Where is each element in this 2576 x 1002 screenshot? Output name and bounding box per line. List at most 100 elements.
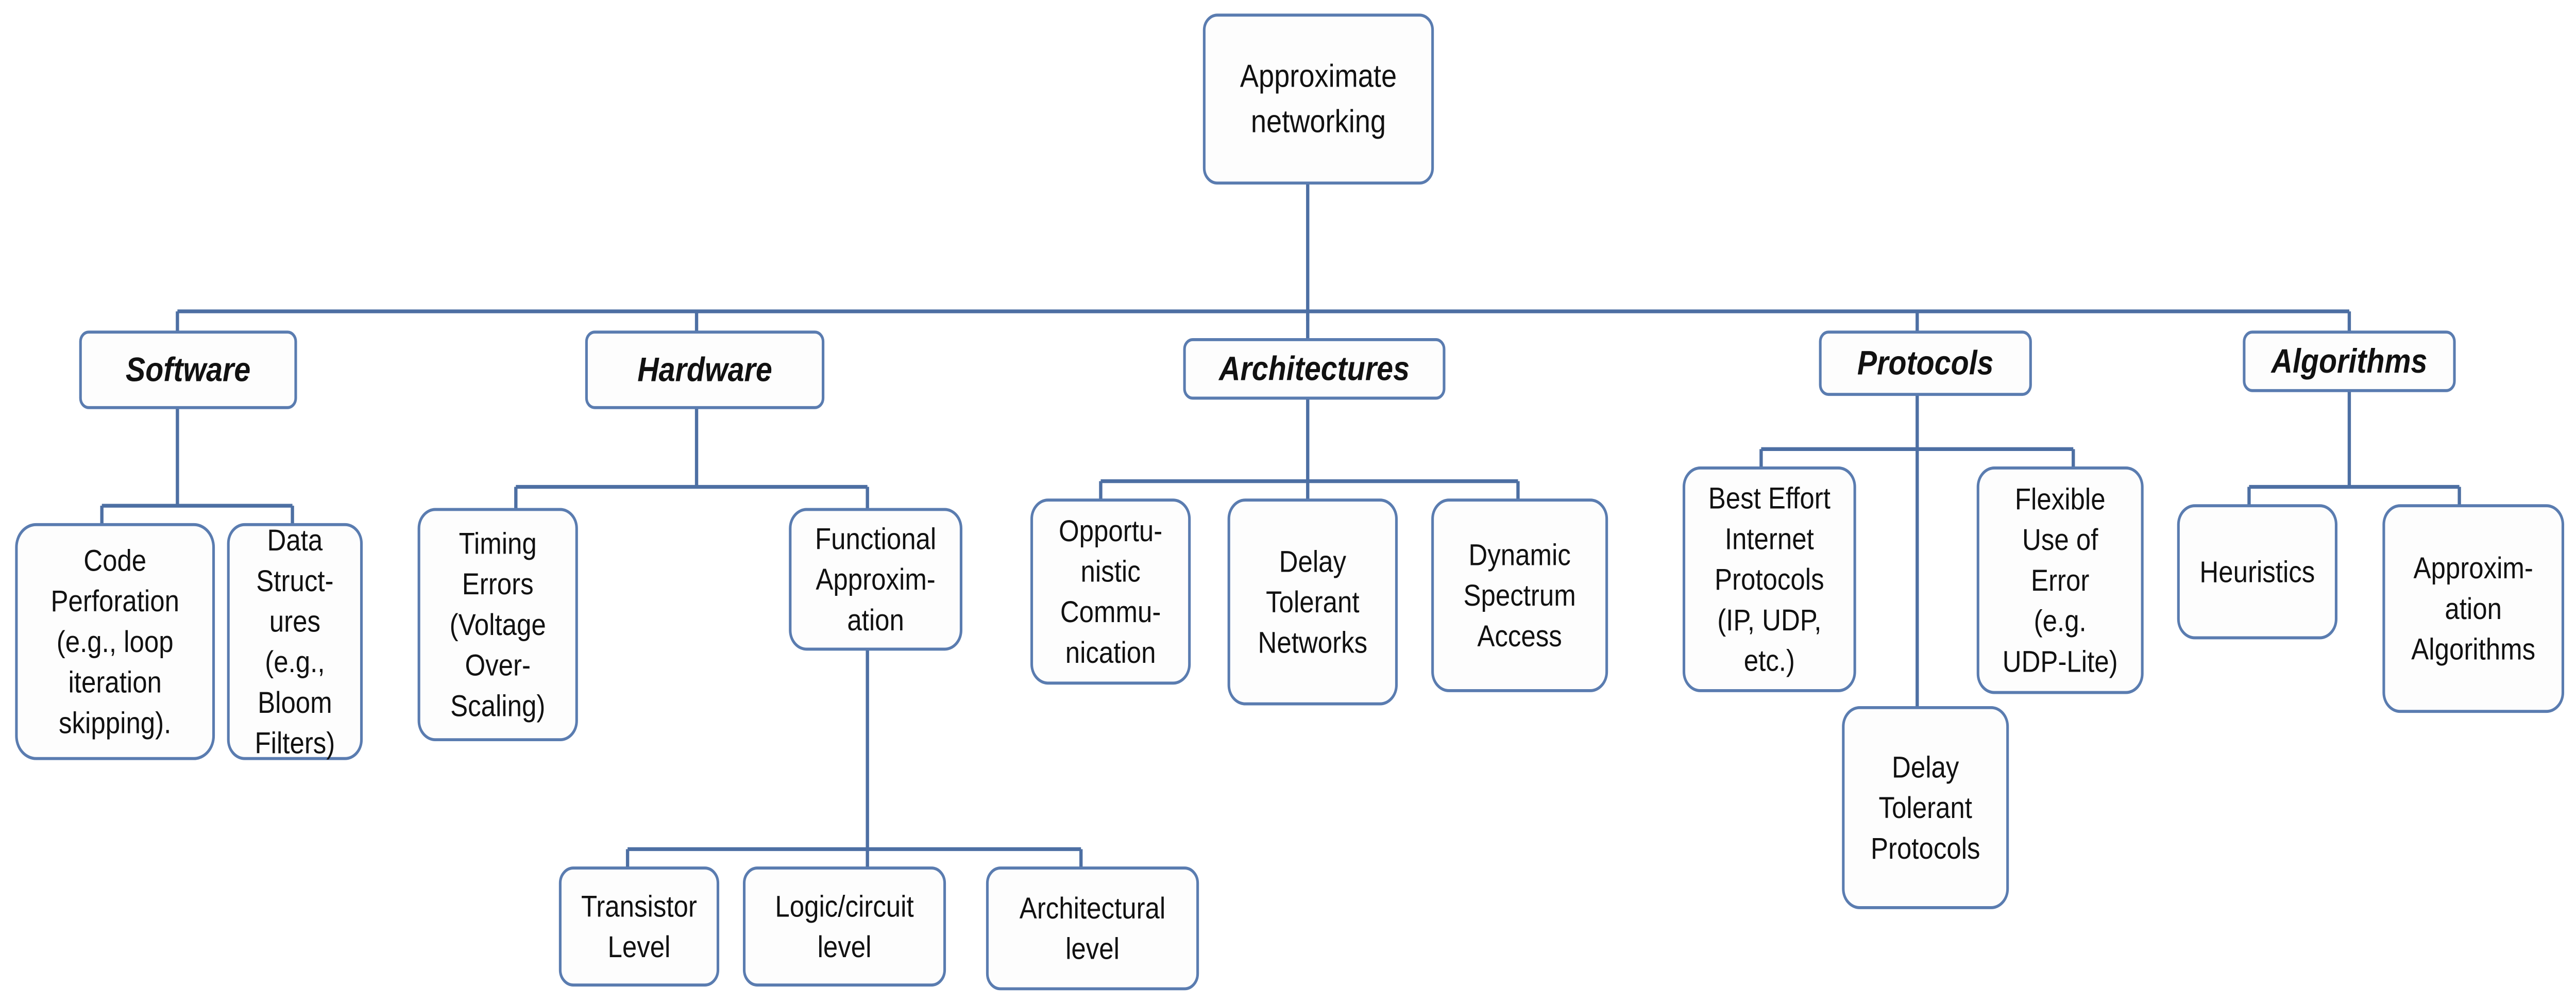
node-box [585,330,825,409]
node-box [1030,498,1191,685]
node-label-line: Transistor [581,889,697,923]
node-label-line: Architectural [1020,891,1165,925]
category-node-architectures: Architectures [1183,338,1446,400]
node-label-line: Algorithms [2270,342,2428,380]
node-label-line: Internet [1725,522,1814,556]
node-label-line: iteration [68,665,161,699]
node-label-line: Approximate [1240,58,1397,94]
node-box [789,508,962,651]
node-box [1431,498,1608,692]
node-label-line: Scaling) [450,689,545,723]
node-label-line: Logic/circuit [775,889,913,923]
node-label-line: Delay [1279,544,1347,578]
node-label: Logic/circuit level [775,889,913,964]
category-node-software: Software [79,330,297,409]
node-label-line: Dynamic [1468,538,1570,572]
node-label-line: Filters) [255,726,335,760]
node-label-line: Heuristics [2199,555,2315,589]
node-box [79,330,297,409]
node-label-line: ation [847,603,904,637]
node-label-line: etc.) [1744,643,1795,677]
node-label-line: Flexible [2015,482,2106,516]
node-label-line: skipping). [59,706,171,740]
node-label: Approximate networking [1240,58,1397,139]
node-label-line: Delay [1892,750,1959,784]
node-label-line: Timing [459,526,537,560]
node-label-line: networking [1251,104,1386,139]
node-label-line: Struct- [256,563,333,597]
category-node-hardware: Hardware [585,330,825,409]
node-box [227,523,363,760]
node-label-line: Functional [815,522,936,556]
node-label-line: Tolerant [1879,791,1972,825]
node-box [15,523,215,760]
node-box [2243,330,2456,392]
node-label-line: Software [126,351,250,389]
category-node-protocols: Protocols [1819,330,2032,396]
node-box [1819,330,2032,396]
node-box [417,508,578,742]
node-box [1976,466,2144,694]
leaf-node-logic-circuit-level: Logic/circuit level [742,866,946,987]
node-label-line: Networks [1258,625,1368,659]
root-node-root: Approximate networking [1202,13,1434,185]
node-box [2177,504,2337,640]
node-label-line: nistic [1081,554,1141,588]
node-label: Hardware [637,351,772,389]
node-label-line: Error [2031,563,2089,597]
node-label-line: Approxim- [816,562,935,596]
node-label-line: Perforation [50,584,179,618]
node-box [1183,338,1446,400]
node-label-line: Protocols [1857,344,1994,382]
node-box [1842,706,2009,909]
node-label-line: Approxim- [2414,551,2533,585]
node-label-line: Errors [462,567,534,601]
node-label-line: Use of [2022,523,2098,557]
node-label-line: Data [267,523,323,557]
node-label-line: Code [83,543,146,577]
node-box [2382,504,2565,713]
node-label: Algorithms [2270,342,2428,380]
node-label-line: UDP-Lite) [2003,644,2118,678]
node-label-line: nication [1065,636,1156,670]
node-label-line: Hardware [637,351,772,389]
node-label: Architectures [1218,350,1410,388]
node-label: Protocols [1857,344,1994,382]
node-label-line: (e.g., loop [57,625,174,659]
category-node-algorithms: Algorithms [2243,330,2456,392]
connector-lines [100,183,2461,869]
node-label-line: Over- [465,648,530,682]
node-label-line: (e.g. [2034,604,2087,638]
node-label-line: (Voltage [450,608,546,642]
node-label-line: Algorithms [2411,632,2535,666]
node-box [1202,13,1434,185]
node-label-line: Level [607,930,670,964]
node-box [986,866,1199,991]
node-label-line: level [818,930,872,964]
node-label-line: (IP, UDP, [1717,603,1821,637]
node-label-line: ures [269,604,320,638]
node-label-line: Opportu- [1059,513,1162,547]
node-label-line: Architectures [1218,350,1410,388]
node-label-line: Spectrum [1463,578,1575,612]
node-box [1682,466,1856,692]
node-label-line: Protocols [1871,831,1980,865]
